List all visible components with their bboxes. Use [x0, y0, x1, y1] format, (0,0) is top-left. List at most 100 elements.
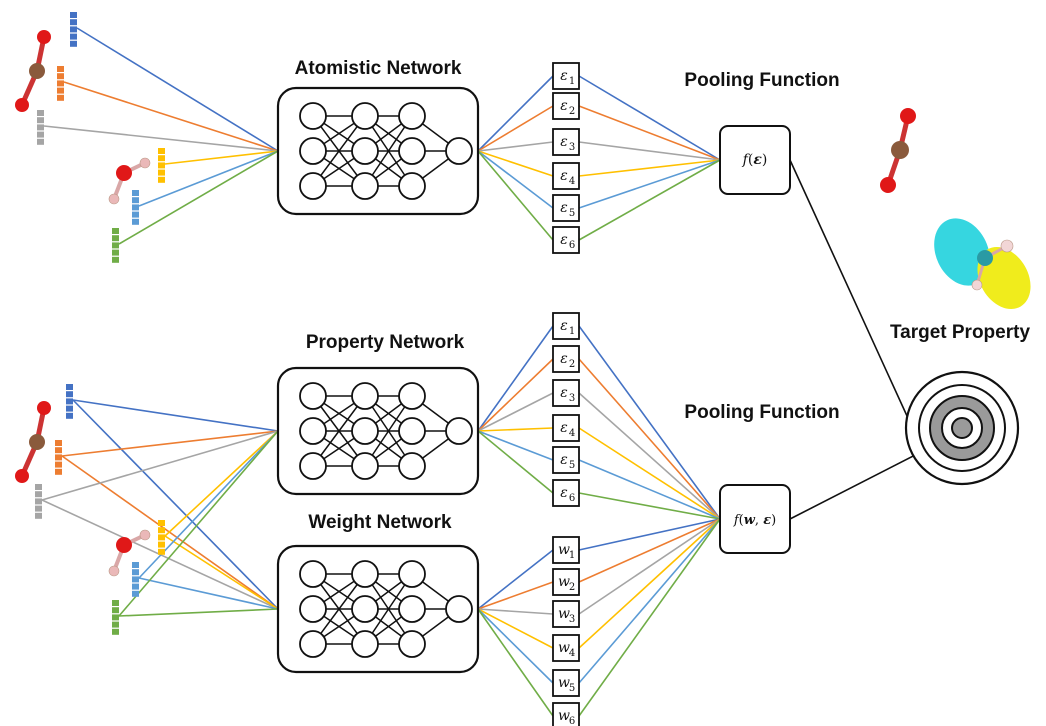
input-to-atomistic-5: [138, 150, 279, 207]
pooling-formula-top: f(ε): [742, 152, 768, 168]
epsilon-property-box-1-index: 1: [569, 326, 575, 337]
net-to-eps-prop-5: [477, 430, 554, 461]
pooling-formula-bottom: f(w, ε): [733, 513, 776, 528]
feature-vector-3: [37, 110, 44, 145]
target-co2-molecule-icon: [880, 108, 916, 193]
input-to-property-4: [164, 430, 279, 537]
target-property-title: Target Property: [890, 322, 1031, 343]
input-to-weight-5: [138, 577, 279, 610]
network-node: [351, 560, 379, 588]
network-node: [398, 630, 426, 658]
eps-top-to-pool-5: [578, 159, 721, 209]
epsilon-top-box-3-index: 3: [569, 142, 575, 153]
epsilon-top-box-3-label: ε: [560, 134, 568, 150]
input-to-atomistic-6: [118, 150, 279, 245]
feature-vector-b-3: [35, 484, 42, 519]
property-neural-network-icon: [299, 382, 473, 480]
network-nodes: [299, 102, 473, 658]
epsilon-top-box-5-label: ε: [560, 200, 568, 216]
epsilon-top-box-1-index: 1: [569, 76, 575, 87]
weight-box-6: w6: [552, 702, 580, 726]
network-output-node: [445, 595, 473, 623]
network-node: [351, 595, 379, 623]
input-to-atomistic-1: [76, 27, 279, 152]
net-to-eps-top-5: [477, 150, 554, 209]
property-weight-inputs: [15, 384, 165, 635]
feature-vector-b-6: [112, 600, 119, 635]
weight-box-6-label: w: [558, 708, 570, 724]
network-output-node: [445, 417, 473, 445]
epsilon-property-box-2-label: ε: [560, 351, 568, 367]
net-to-eps-prop-1: [477, 325, 554, 432]
eps-prop-to-pool-6: [578, 492, 721, 520]
feature-vector-b-4: [158, 520, 165, 555]
weight-box-3: w3: [552, 600, 580, 628]
input-to-property-2: [61, 430, 279, 457]
weight-box-3-label: w: [558, 606, 570, 622]
network-node: [351, 102, 379, 130]
weight-neural-network-icon: [299, 560, 473, 658]
input-to-property-1: [72, 399, 279, 432]
weight-box-2-index: 2: [569, 582, 575, 593]
epsilon-property-box-4-index: 4: [569, 428, 575, 439]
network-node: [299, 172, 327, 200]
feature-vector-4: [158, 148, 165, 183]
epsilon-top-box-4-label: ε: [560, 168, 568, 184]
eps-top-to-pool-3: [578, 141, 721, 161]
feature-vector-b-2: [55, 440, 62, 475]
epsilon-top-box-1-label: ε: [560, 68, 568, 84]
epsilon-top-box-2-index: 2: [569, 106, 575, 117]
w-to-pool-6: [578, 518, 721, 717]
epsilon-property-box-2-index: 2: [569, 359, 575, 370]
weight-box-5: w5: [552, 669, 580, 697]
network-node: [398, 452, 426, 480]
weight-box-2: w2: [552, 568, 580, 596]
input-to-weight-6: [118, 608, 279, 617]
epsilon-property-box-1-label: ε: [560, 318, 568, 334]
network-node: [351, 630, 379, 658]
input-to-property-3: [41, 430, 279, 501]
network-output-node: [445, 137, 473, 165]
weight-network-box: [276, 544, 480, 674]
atomistic-neural-network-icon: [299, 102, 473, 200]
epsilon-top-box-5-index: 5: [569, 208, 575, 219]
epsilon-property-box-5-index: 5: [569, 460, 575, 471]
network-node: [398, 382, 426, 410]
network-node: [299, 102, 327, 130]
network-node: [398, 417, 426, 445]
net-to-eps-prop-6: [477, 430, 554, 494]
input-to-atomistic-3: [43, 125, 279, 152]
pooling-function-title-top: Pooling Function: [684, 70, 839, 91]
net-to-eps-top-6: [477, 150, 554, 241]
net-to-w-1: [477, 549, 554, 610]
network-node: [299, 417, 327, 445]
weight-box-1-index: 1: [569, 550, 575, 561]
network-node: [299, 452, 327, 480]
input-to-atomistic-2: [63, 81, 279, 152]
net-to-eps-top-2: [477, 105, 554, 152]
network-node: [398, 137, 426, 165]
eps-prop-to-pool-2: [578, 358, 721, 520]
weight-box-5-index: 5: [569, 683, 575, 694]
connection-lines: [41, 27, 721, 717]
weight-box-3-index: 3: [569, 614, 575, 625]
water-molecule-icon: [108, 529, 151, 577]
eps-prop-to-pool-5: [578, 459, 721, 520]
co2-molecule-icon: [15, 30, 51, 112]
pooling-function-title-bottom: Pooling Function: [684, 402, 839, 423]
net-to-eps-top-3: [477, 141, 554, 152]
feature-vector-2: [57, 66, 64, 101]
net-to-eps-prop-2: [477, 358, 554, 432]
co2-molecule-icon: [15, 401, 51, 483]
network-node: [351, 417, 379, 445]
